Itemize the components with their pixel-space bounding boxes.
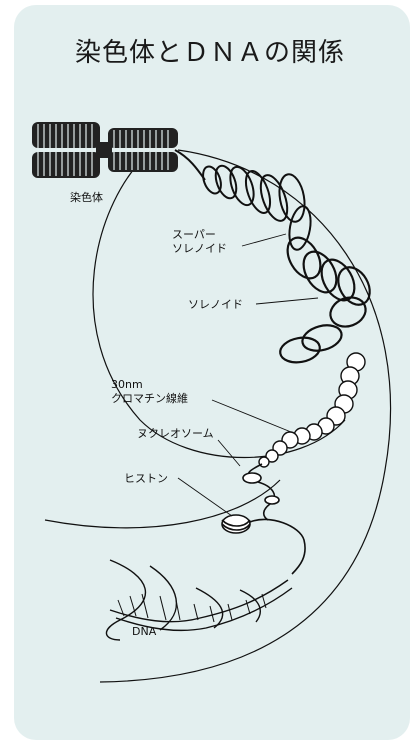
dna-helix <box>105 559 293 641</box>
dna-label: DNA <box>132 625 157 638</box>
chromosome-shape <box>32 122 178 178</box>
solenoid-coil <box>279 236 371 364</box>
fiber-label-line1: 30nm <box>111 378 143 391</box>
solenoid-label: ソレノイド <box>188 298 243 311</box>
solenoid-leader <box>255 297 319 305</box>
super-solenoid-label-line2: ソレノイド <box>172 242 227 255</box>
chromosome-label: 染色体 <box>70 191 103 204</box>
histone-shape <box>221 514 306 575</box>
super-solenoid-leader <box>241 233 287 247</box>
nucleosome-leader <box>217 439 241 467</box>
nucleosome-strand <box>242 463 280 521</box>
page-title: 染色体とＤＮＡの関係 <box>74 38 345 68</box>
histone-leader <box>177 477 233 517</box>
super-solenoid-label-line1: スーパー <box>172 228 216 241</box>
lower-arc <box>44 479 281 529</box>
fiber-label-line2: クロマチン線維 <box>111 392 188 405</box>
nucleosome-label: ヌクレオソーム <box>137 427 214 440</box>
chromatin-fiber <box>258 352 366 468</box>
histone-label: ヒストン <box>124 472 168 485</box>
outer-arc <box>99 149 392 683</box>
fiber-leader <box>211 399 297 435</box>
super-solenoid-coil <box>174 149 312 251</box>
